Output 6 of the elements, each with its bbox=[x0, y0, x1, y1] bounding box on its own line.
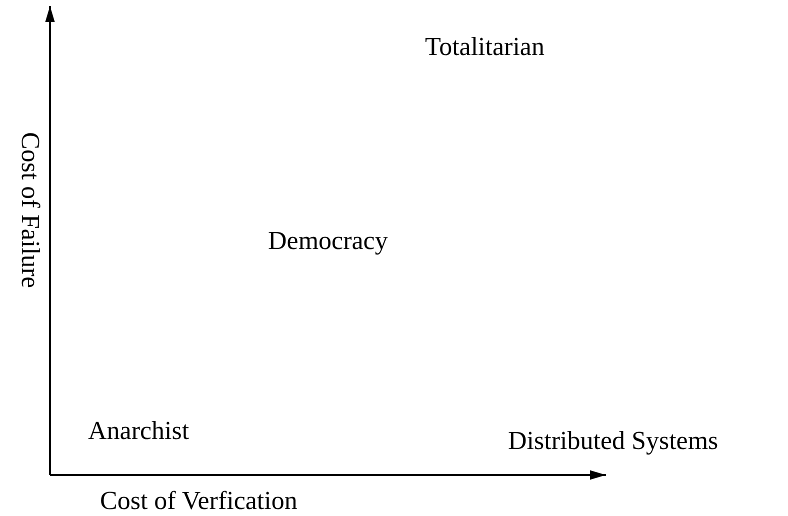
quadrant-label: Totalitarian bbox=[425, 34, 544, 60]
quadrant-label: Distributed Systems bbox=[508, 428, 718, 454]
quadrant-label: Anarchist bbox=[88, 418, 190, 444]
quadrant-label: Democracy bbox=[268, 228, 388, 254]
axis-title: Cost of Verfication bbox=[100, 488, 298, 514]
axis-title: Cost of Failure bbox=[17, 132, 43, 288]
